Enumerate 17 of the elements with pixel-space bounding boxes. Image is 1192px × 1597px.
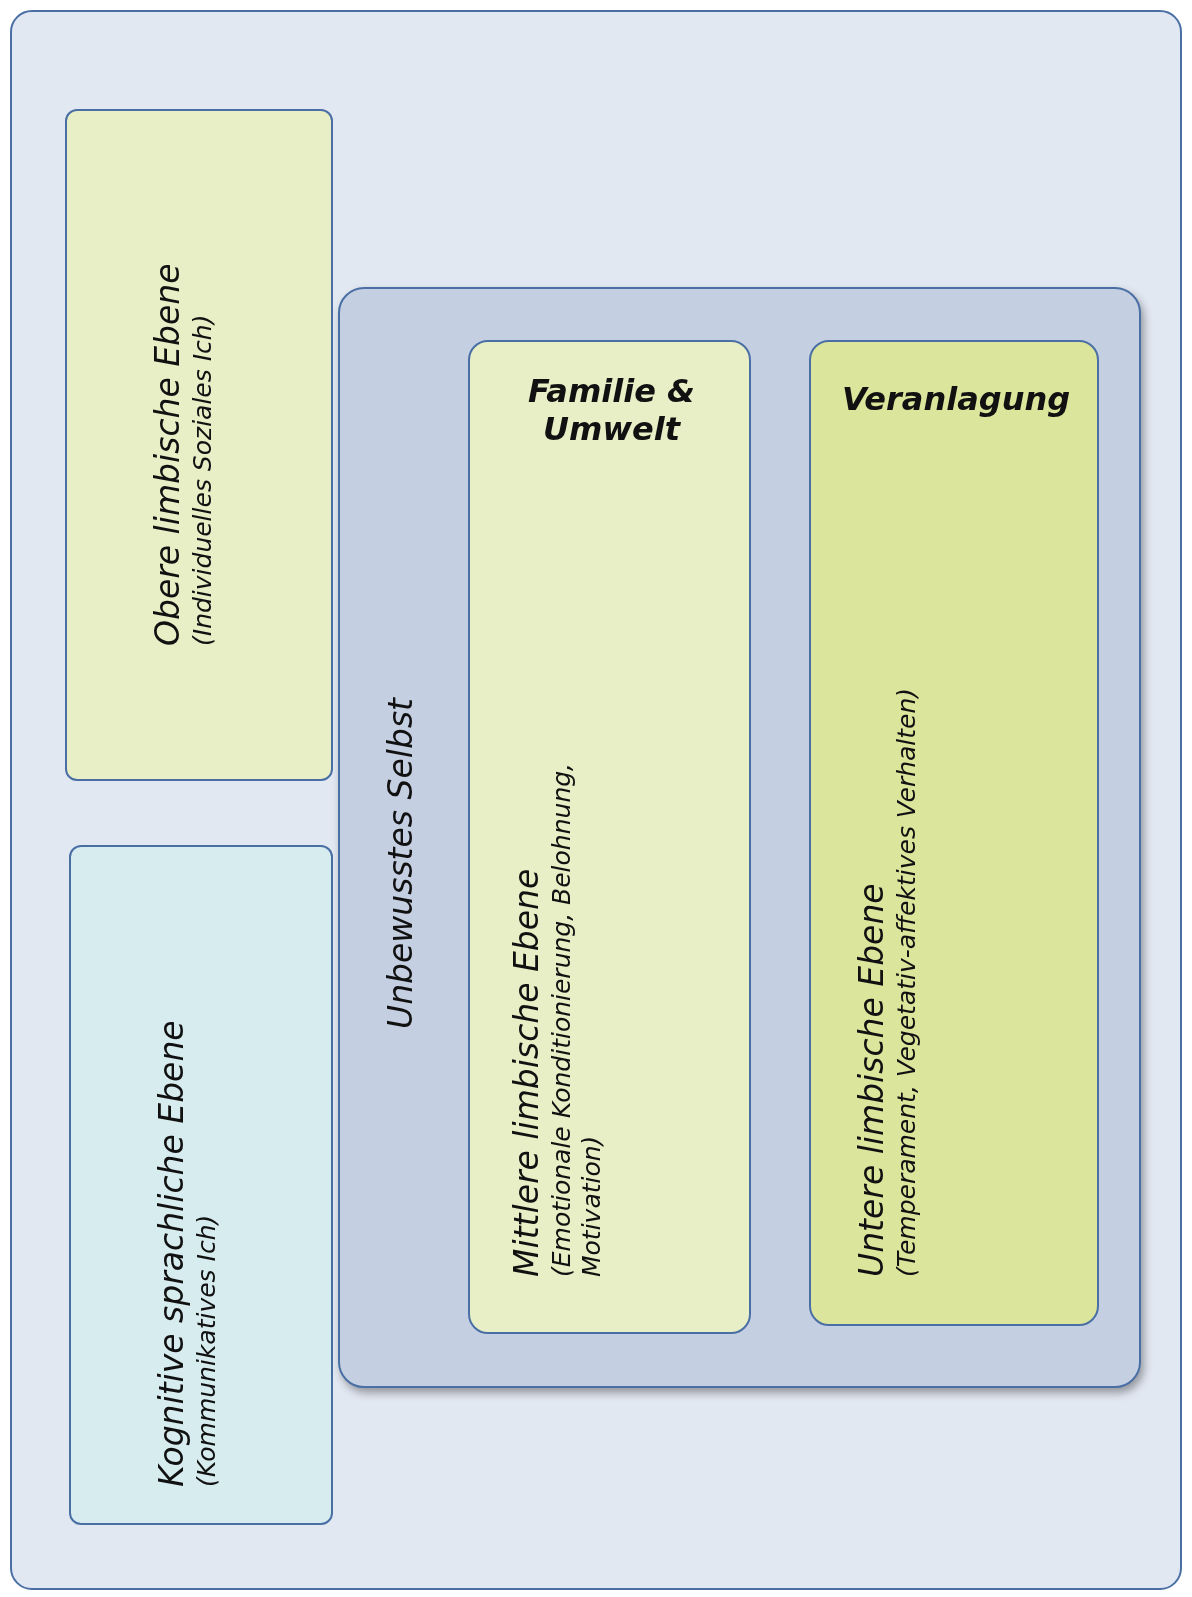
- level-box: [10, 10, 1182, 1590]
- level-description: (Individuelles Soziales Ich): [188, 313, 219, 646]
- level-box: [809, 340, 1099, 1326]
- level-description: (Temperament, Vegetativ-affektives Verhalten): [892, 687, 923, 1277]
- box-title: Veranlagung: [840, 380, 1072, 419]
- level-box: [69, 845, 333, 1525]
- level-heading: Mittlere limbische Ebene: [506, 867, 547, 1277]
- level-description: (Emotionale Konditionierung, Belohnung, Motivation): [547, 761, 608, 1277]
- level-heading: Unbewusstes Selbst: [380, 696, 421, 1029]
- level-description: (Kommunikatives Ich): [192, 1213, 223, 1487]
- level-heading: Obere limbische Ebene: [147, 262, 188, 646]
- level-heading: Kognitive sprachliche Ebene: [151, 1019, 192, 1487]
- level-box: [65, 109, 333, 781]
- level-box: [338, 287, 1141, 1388]
- level-heading: Untere limbische Ebene: [851, 882, 892, 1277]
- box-title: Familie & Umwelt: [527, 372, 696, 449]
- level-box: [468, 340, 751, 1334]
